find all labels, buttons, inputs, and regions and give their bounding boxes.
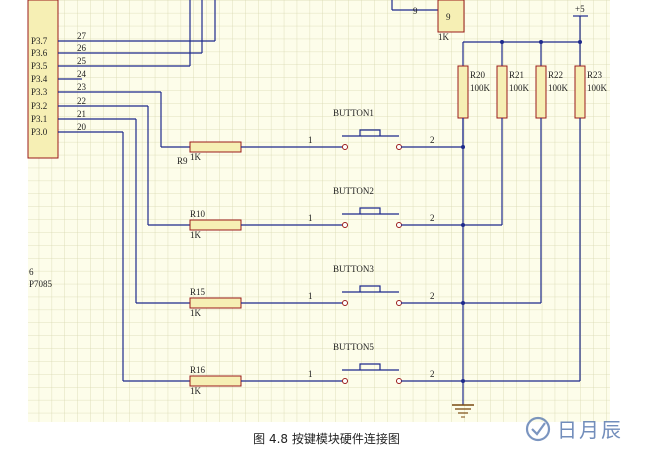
resistor-value: 1K bbox=[190, 308, 202, 318]
junction-dot bbox=[500, 40, 504, 44]
pullup-name: R21 bbox=[509, 70, 524, 80]
mcu-pin-label: P3.3 bbox=[31, 87, 48, 97]
mcu-pin-number: 24 bbox=[77, 69, 87, 79]
switch-contact bbox=[342, 222, 348, 228]
button-name: BUTTON5 bbox=[333, 342, 374, 352]
switch-contact bbox=[342, 300, 348, 306]
junction-dot bbox=[578, 40, 582, 44]
switch-contact bbox=[342, 378, 348, 384]
button-name: BUTTON3 bbox=[333, 264, 374, 274]
pullup-value: 100K bbox=[509, 83, 530, 93]
button-pin-2: 2 bbox=[430, 369, 435, 379]
mcu-chip bbox=[27, 0, 59, 159]
pullup-resistor bbox=[535, 65, 547, 119]
series-resistor bbox=[189, 297, 242, 309]
mcu-pin-label: P3.7 bbox=[31, 36, 48, 46]
mcu-pin-label: P3.4 bbox=[31, 74, 48, 84]
top-pin-left: 9 bbox=[413, 6, 418, 16]
watermark-circle-icon bbox=[525, 416, 551, 442]
watermark-text: 日月辰 bbox=[557, 418, 623, 442]
junction-dot bbox=[539, 40, 543, 44]
pullup-value: 100K bbox=[470, 83, 491, 93]
ground-symbol bbox=[452, 380, 474, 418]
watermark-check-icon bbox=[531, 422, 546, 436]
pullup-name: R22 bbox=[548, 70, 563, 80]
top-part-label: 1K bbox=[438, 32, 450, 42]
button-name: BUTTON1 bbox=[333, 108, 374, 118]
junction-dot bbox=[461, 223, 465, 227]
pullup-name: R23 bbox=[587, 70, 603, 80]
switch-contact bbox=[396, 222, 402, 228]
mcu-pin-number: 23 bbox=[77, 82, 87, 92]
mcu-side-label-1: 6 bbox=[29, 267, 34, 277]
resistor-name: R15 bbox=[190, 287, 206, 297]
pullup-resistor bbox=[457, 65, 469, 119]
mcu-pin-label: P3.5 bbox=[31, 61, 48, 71]
mcu-pin-number: 21 bbox=[77, 109, 86, 119]
switch-knob bbox=[359, 129, 381, 136]
button-pin-2: 2 bbox=[430, 213, 435, 223]
resistor-name: R16 bbox=[190, 365, 206, 375]
pullup-value: 100K bbox=[587, 83, 608, 93]
button-pin-1: 1 bbox=[308, 369, 313, 379]
mcu-side-label-2: P7085 bbox=[29, 279, 53, 289]
vcc-label: +5 bbox=[575, 4, 585, 14]
vcc-symbol: +5 bbox=[573, 4, 588, 42]
pullup-name: R20 bbox=[470, 70, 486, 80]
mcu-pin-label: P3.6 bbox=[31, 48, 48, 58]
junction-dot bbox=[461, 145, 465, 149]
pullup-resistor bbox=[574, 65, 586, 119]
figure-caption: 图 4.8 按键模块硬件连接图 bbox=[253, 432, 400, 446]
button-pin-1: 1 bbox=[308, 213, 313, 223]
mcu-pin-number: 20 bbox=[77, 122, 87, 132]
series-resistor bbox=[189, 219, 242, 231]
mcu-pin-label: P3.2 bbox=[31, 101, 47, 111]
mcu-pin-number: 25 bbox=[77, 56, 87, 66]
mcu-pin-number: 26 bbox=[77, 43, 87, 53]
switch-contact bbox=[396, 300, 402, 306]
resistor-value: 1K bbox=[190, 230, 202, 240]
switch-contact bbox=[396, 144, 402, 150]
button-name: BUTTON2 bbox=[333, 186, 374, 196]
pullup-resistor bbox=[496, 65, 508, 119]
resistor-name: R9 bbox=[177, 156, 188, 166]
resistor-name: R10 bbox=[190, 209, 206, 219]
switch-contact bbox=[342, 144, 348, 150]
mcu-pin-number: 22 bbox=[77, 96, 86, 106]
top-pin-box: 9 bbox=[446, 12, 451, 22]
mcu-pin-label: P3.0 bbox=[31, 127, 48, 137]
switch-contact bbox=[396, 378, 402, 384]
mcu-pin-label: P3.1 bbox=[31, 114, 47, 124]
button-pin-2: 2 bbox=[430, 135, 435, 145]
junction-dot bbox=[461, 301, 465, 305]
mcu-pin-number: 27 bbox=[77, 31, 87, 41]
button-pin-1: 1 bbox=[308, 291, 313, 301]
switch-knob bbox=[359, 285, 381, 292]
button-pin-1: 1 bbox=[308, 135, 313, 145]
series-resistor bbox=[189, 375, 242, 387]
pullup-value: 100K bbox=[548, 83, 569, 93]
switch-knob bbox=[359, 363, 381, 370]
button-pin-2: 2 bbox=[430, 291, 435, 301]
resistor-value: 1K bbox=[190, 386, 202, 396]
resistor-value: 1K bbox=[190, 152, 202, 162]
top-component: 9 9 1K bbox=[391, 0, 465, 42]
switch-knob bbox=[359, 207, 381, 214]
grid-lines bbox=[28, 0, 610, 422]
series-resistor bbox=[189, 141, 242, 153]
watermark-logo bbox=[525, 416, 551, 442]
